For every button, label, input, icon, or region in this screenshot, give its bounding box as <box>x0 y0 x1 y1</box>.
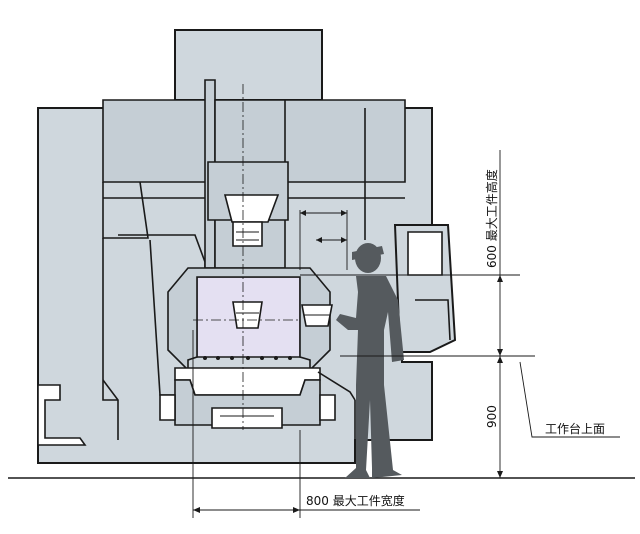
arrow-width-left <box>193 507 200 513</box>
spindle-tool <box>232 221 263 247</box>
envelope-tool <box>232 301 263 329</box>
left-base-foot <box>37 384 87 446</box>
arrow-lower-right <box>341 237 347 243</box>
label-max-workpiece-height: 600 最大工件高度 <box>484 169 499 268</box>
arrow-lower-left <box>316 237 322 243</box>
control-keypad <box>415 299 451 341</box>
control-screen <box>407 231 443 276</box>
arrow-upper-right <box>341 210 347 216</box>
table-base <box>211 407 283 429</box>
arrow-table-bottom <box>497 471 503 478</box>
saddle-left-block <box>159 394 176 421</box>
operator-figure <box>336 243 404 478</box>
table-housing <box>167 267 331 372</box>
left-foot-bracket <box>102 379 119 440</box>
spindle-nose <box>223 194 280 223</box>
right-chip-chute <box>317 371 356 401</box>
left-column-upper <box>102 181 149 239</box>
saddle-right-block <box>319 394 336 421</box>
label-table-height: 900 <box>485 405 499 428</box>
arrow-height-bottom <box>497 349 503 356</box>
callout-leader <box>519 361 620 438</box>
spindle-head-top <box>174 29 323 101</box>
arrow-width-right <box>293 507 300 513</box>
label-table-surface: 工作台上面 <box>545 421 605 436</box>
arrow-height-top <box>497 275 503 282</box>
table-bolts <box>203 356 292 360</box>
left-column <box>102 238 118 401</box>
worktable <box>174 367 321 396</box>
arrow-table-top <box>497 356 503 363</box>
label-max-workpiece-width: 800 最大工件宽度 <box>306 493 405 508</box>
arrow-upper-left <box>300 210 306 216</box>
